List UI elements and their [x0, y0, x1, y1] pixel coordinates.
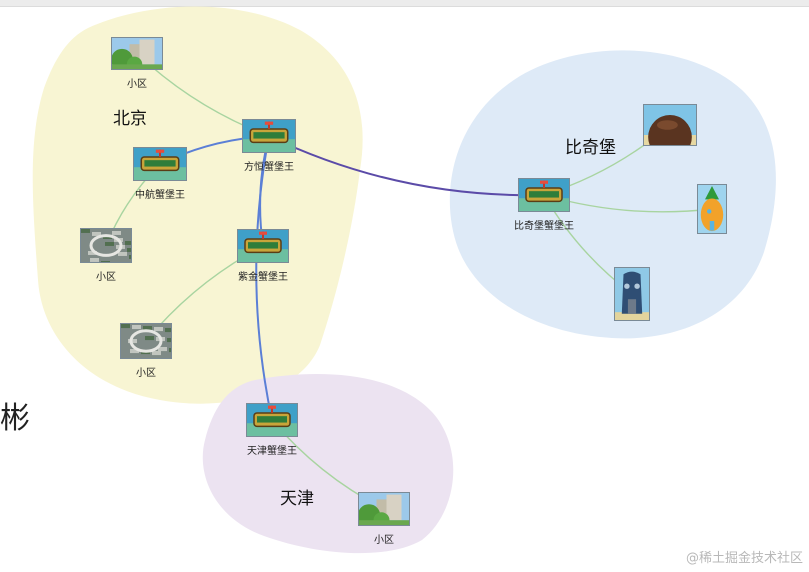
edge-fangheng-krusty-krab-to-bikini-krusty-krab	[268, 135, 545, 197]
node-label: 天津蟹堡王	[247, 446, 297, 457]
node-bikini-krusty-krab[interactable]: 比奇堡蟹堡王	[514, 178, 574, 232]
node-fangheng-krusty-krab[interactable]: 方恒蟹堡王	[242, 119, 296, 173]
node-zhonghang-krusty-krab[interactable]: 中航蟹堡王	[133, 147, 187, 201]
node-beijing-community-bottom[interactable]: 小区	[120, 323, 172, 379]
watermark: @稀土掘金技术社区	[685, 551, 803, 566]
node-zijin-krusty-krab[interactable]: 紫金蟹堡王	[237, 229, 289, 283]
region-label-beijing: 北京	[113, 109, 147, 129]
node-label: 方恒蟹堡王	[244, 162, 294, 173]
node-label: 小区	[374, 535, 394, 546]
node-label: 紫金蟹堡王	[238, 272, 288, 283]
node-label: 小区	[136, 368, 156, 379]
edge-fangheng-krusty-krab-to-tianjin-krusty-krab	[255, 135, 273, 421]
cut-off-glyph: 彬	[0, 401, 30, 436]
node-beijing-community-left[interactable]: 小区	[80, 228, 132, 283]
node-squidward-house[interactable]	[614, 267, 650, 321]
krusty-krab-sign-icon	[133, 147, 187, 181]
node-patrick-rock-house[interactable]	[643, 104, 697, 146]
krusty-krab-sign-icon	[246, 403, 298, 437]
node-tianjin-krusty-krab[interactable]: 天津蟹堡王	[246, 403, 298, 457]
node-pineapple-house[interactable]	[697, 184, 727, 234]
node-label: 比奇堡蟹堡王	[514, 221, 574, 232]
aerial-photo-icon	[80, 228, 132, 263]
pineapple-house-icon	[697, 184, 727, 234]
region-label-bikini: 比奇堡	[565, 138, 616, 158]
node-label: 小区	[127, 79, 147, 90]
residential-photo-icon	[111, 37, 163, 70]
residential-photo-icon	[358, 492, 410, 526]
window-top-bar	[0, 0, 809, 7]
rock-house-icon	[643, 104, 697, 146]
node-beijing-community-top[interactable]: 小区	[111, 37, 163, 90]
node-tianjin-community[interactable]: 小区	[358, 492, 410, 546]
krusty-krab-sign-icon	[242, 119, 296, 153]
krusty-krab-sign-icon	[518, 178, 570, 212]
krusty-krab-sign-icon	[237, 229, 289, 263]
moai-house-icon	[614, 267, 650, 321]
region-beijing-blob	[32, 6, 363, 404]
region-label-tianjin: 天津	[280, 489, 314, 509]
node-label: 小区	[96, 272, 116, 283]
region-tianjin-blob	[202, 374, 454, 554]
aerial-photo-icon	[120, 323, 172, 359]
node-label: 中航蟹堡王	[135, 190, 185, 201]
